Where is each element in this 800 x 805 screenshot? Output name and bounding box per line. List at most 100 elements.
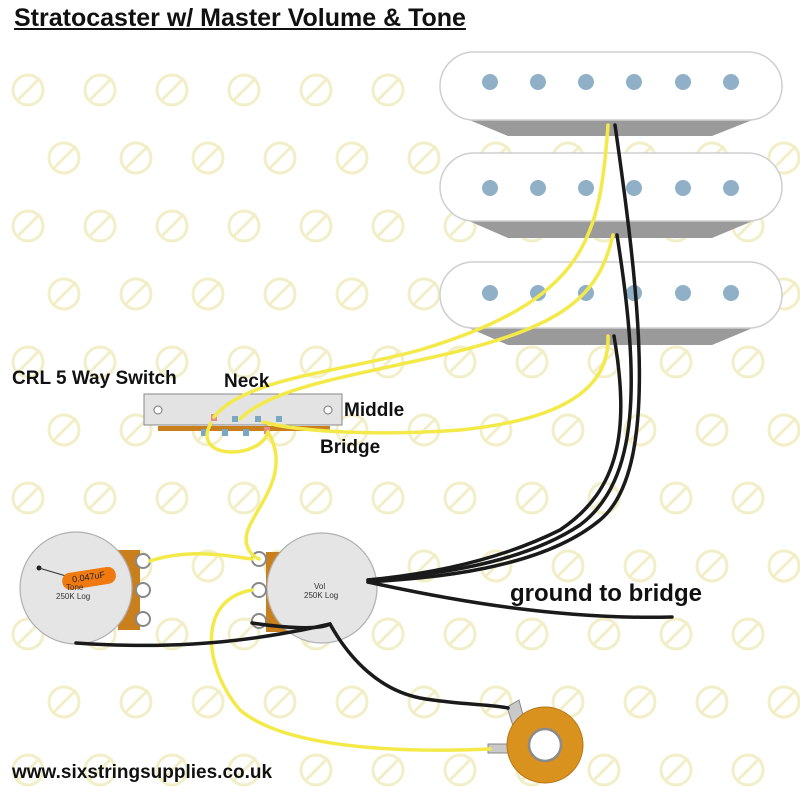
switch-label: CRL 5 Way Switch	[12, 368, 177, 389]
watermark-logo	[731, 617, 765, 651]
watermark-logo	[299, 753, 333, 787]
watermark-logo-stroke	[196, 280, 222, 306]
watermark-logo	[83, 753, 117, 787]
five-way-switch	[143, 393, 343, 436]
watermark-logo	[299, 345, 333, 379]
watermark-logo-stroke	[16, 756, 42, 782]
watermark-logo	[263, 141, 297, 175]
watermark-logo-stroke	[232, 348, 258, 374]
watermark-logo-stroke	[268, 144, 294, 170]
pole-piece	[482, 285, 498, 301]
watermark-logo-stroke	[664, 756, 690, 782]
watermark-logo	[731, 753, 765, 787]
watermark-logo	[587, 617, 621, 651]
watermark-logo	[515, 617, 549, 651]
watermark-logo-stroke	[664, 484, 690, 510]
watermark-logo	[47, 141, 81, 175]
watermark-logo	[299, 209, 333, 243]
watermark-logo-stroke	[16, 76, 42, 102]
watermark-logo-stroke	[340, 280, 366, 306]
volume-pot-value: 250K Log	[304, 591, 339, 600]
watermark-logo-stroke	[124, 688, 150, 714]
tone-pot-value: 250K Log	[56, 592, 91, 601]
pole-piece	[626, 74, 642, 90]
watermark-logo-stroke	[412, 144, 438, 170]
watermark-logo-stroke	[736, 620, 762, 646]
watermark-logo	[191, 685, 225, 719]
watermark-logo	[767, 141, 800, 175]
watermark-logo-stroke	[88, 76, 114, 102]
pole-piece	[530, 285, 546, 301]
pole-piece	[578, 180, 594, 196]
watermark-logo-stroke	[232, 756, 258, 782]
watermark-logo	[659, 617, 693, 651]
watermark-logo-stroke	[88, 484, 114, 510]
watermark-logo-stroke	[160, 76, 186, 102]
watermark-logo-stroke	[772, 416, 798, 442]
watermark-logo	[407, 141, 441, 175]
watermark-logo	[479, 685, 513, 719]
watermark-logo	[191, 277, 225, 311]
watermark-logo	[227, 753, 261, 787]
pickup-middle	[439, 152, 783, 238]
watermark-logo-stroke	[520, 484, 546, 510]
watermark-logo-stroke	[628, 552, 654, 578]
watermark-logo-stroke	[124, 280, 150, 306]
pole-piece	[675, 74, 691, 90]
watermark-logo-stroke	[304, 756, 330, 782]
pole-piece	[723, 180, 739, 196]
output-jack	[487, 699, 584, 784]
pole-piece	[482, 180, 498, 196]
capacitor	[62, 566, 116, 590]
watermark-logo	[11, 481, 45, 515]
watermark-logo-stroke	[700, 688, 726, 714]
watermark-logo	[227, 481, 261, 515]
watermark-logo-stroke	[88, 756, 114, 782]
ground-wires	[74, 123, 674, 710]
watermark-logo	[443, 345, 477, 379]
watermark-logo	[155, 73, 189, 107]
watermark-logo	[731, 481, 765, 515]
watermark-logo	[407, 549, 441, 583]
watermark-logo-stroke	[52, 144, 78, 170]
watermark-logo	[11, 73, 45, 107]
watermark-logo-stroke	[772, 552, 798, 578]
pole-piece	[675, 285, 691, 301]
watermark-logo-stroke	[16, 348, 42, 374]
watermark-logo	[11, 617, 45, 651]
watermark-logo-stroke	[412, 688, 438, 714]
watermark-logo	[11, 209, 45, 243]
watermark-logo	[731, 345, 765, 379]
watermark-logo-stroke	[556, 552, 582, 578]
watermark-logo-stroke	[304, 76, 330, 102]
pole-piece	[675, 180, 691, 196]
watermark-logo	[623, 413, 657, 447]
watermark-logo-stroke	[232, 484, 258, 510]
watermark-logo	[11, 345, 45, 379]
watermark-logo-stroke	[340, 144, 366, 170]
watermark-logo	[155, 345, 189, 379]
website-url: www.sixstringsupplies.co.uk	[12, 762, 273, 783]
watermark-logo	[335, 277, 369, 311]
watermark-logo-stroke	[196, 552, 222, 578]
pole-piece	[723, 285, 739, 301]
watermark-logo	[155, 753, 189, 787]
watermark-logo-stroke	[160, 756, 186, 782]
watermark-logo-stroke	[16, 484, 42, 510]
watermark-logo-stroke	[628, 688, 654, 714]
watermark-logo	[659, 753, 693, 787]
watermark-logo	[587, 753, 621, 787]
watermark-logo	[407, 277, 441, 311]
tone-pot-name: Tone	[66, 583, 84, 592]
watermark-logo-stroke	[52, 688, 78, 714]
watermark-logo	[263, 277, 297, 311]
watermark-logo-stroke	[772, 144, 798, 170]
watermark-logo	[443, 617, 477, 651]
tone-pot	[19, 531, 151, 645]
pole-piece	[530, 74, 546, 90]
watermark-logo-stroke	[268, 688, 294, 714]
hot-wires	[148, 123, 615, 752]
watermark-logo-stroke	[664, 348, 690, 374]
watermark-logo-stroke	[592, 620, 618, 646]
watermark-logo	[659, 481, 693, 515]
